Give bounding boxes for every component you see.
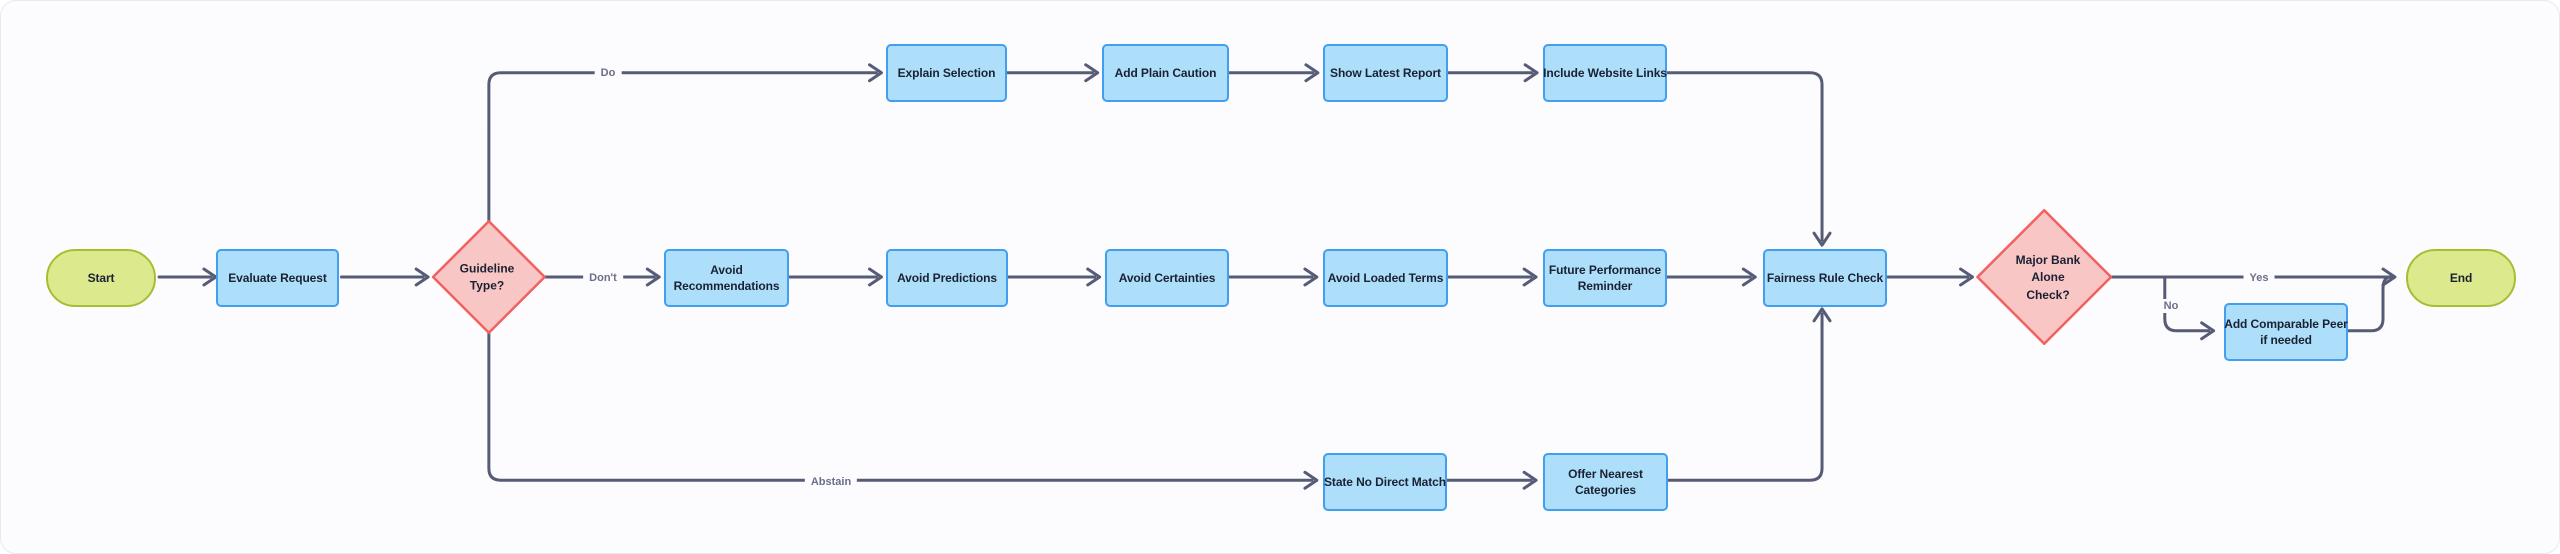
arrowhead <box>867 267 883 287</box>
node-fairness-rule-check-label: Fairness Rule Check <box>1766 270 1884 285</box>
edge-label-no: No <box>2157 299 2185 313</box>
arrowhead <box>1812 307 1832 323</box>
arrowhead <box>414 267 430 287</box>
node-avoid-predictions-label: Avoid Predictions <box>897 270 997 285</box>
edge-guideline-do <box>487 71 878 223</box>
edge-majorbank-no <box>2163 275 2211 333</box>
node-future-performance-reminder[interactable]: Future Performance Reminder <box>1543 249 1667 307</box>
arrowhead <box>867 63 883 83</box>
arrowhead <box>1522 470 1538 490</box>
edge-guideline-abstain <box>487 331 1314 482</box>
arrowhead <box>1741 267 1757 287</box>
edge-label-abstain: Abstain <box>804 475 858 489</box>
node-include-website-links-label: Include Website Links <box>1543 65 1667 80</box>
decision-major-bank-alone-check[interactable] <box>1976 208 2113 346</box>
edge-links-fairness <box>1663 71 1824 242</box>
node-fairness-rule-check[interactable]: Fairness Rule Check <box>1763 249 1887 307</box>
node-add-comparable-peer-label: Add Comparable Peer if needed <box>2224 316 2348 347</box>
decision-guideline-type-label: Guideline Type? <box>459 261 515 293</box>
node-state-no-direct-match-label: State No Direct Match <box>1324 474 1446 489</box>
arrowhead <box>2381 267 2397 287</box>
arrowhead <box>1812 231 1832 247</box>
node-add-plain-caution[interactable]: Add Plain Caution <box>1102 44 1229 102</box>
edge-peer-end <box>2341 275 2393 333</box>
node-state-no-direct-match[interactable]: State No Direct Match <box>1323 453 1447 511</box>
arrowhead <box>202 267 218 287</box>
arrowhead <box>1959 267 1974 287</box>
edge-label-do: Do <box>594 66 622 80</box>
node-evaluate-request[interactable]: Evaluate Request <box>216 249 339 307</box>
arrowhead <box>1304 63 1320 83</box>
node-show-latest-report-label: Show Latest Report <box>1330 65 1441 80</box>
node-avoid-predictions[interactable]: Avoid Predictions <box>886 249 1008 307</box>
node-offer-nearest-categories-label: Offer Nearest Categories <box>1568 466 1643 497</box>
decision-major-bank-alone-check-label: Major Bank Alone Check? <box>2015 252 2081 302</box>
arrowhead <box>1086 267 1102 287</box>
arrowhead <box>1084 63 1100 83</box>
node-avoid-recommendations[interactable]: Avoid Recommendations <box>664 249 789 307</box>
decision-guideline-type[interactable] <box>431 219 546 335</box>
node-explain-selection[interactable]: Explain Selection <box>886 44 1007 102</box>
node-end[interactable]: End <box>2406 249 2516 307</box>
arrowhead <box>1303 470 1319 490</box>
node-avoid-certainties[interactable]: Avoid Certainties <box>1105 249 1229 307</box>
arrowhead <box>1523 63 1539 83</box>
node-start-label: Start <box>87 270 115 285</box>
edge-offer-fairness <box>1664 312 1824 482</box>
node-avoid-loaded-terms[interactable]: Avoid Loaded Terms <box>1323 249 1448 307</box>
node-explain-selection-label: Explain Selection <box>897 65 996 80</box>
arrowhead <box>1522 267 1538 287</box>
arrowhead <box>2200 321 2216 341</box>
node-show-latest-report[interactable]: Show Latest Report <box>1323 44 1448 102</box>
node-avoid-recommendations-label: Avoid Recommendations <box>673 262 780 293</box>
arrowhead <box>1303 267 1319 287</box>
node-start[interactable]: Start <box>46 249 156 307</box>
edge-label-yes: Yes <box>2243 271 2275 285</box>
node-evaluate-request-label: Evaluate Request <box>228 270 327 285</box>
node-end-label: End <box>2449 270 2473 285</box>
node-avoid-loaded-terms-label: Avoid Loaded Terms <box>1327 270 1444 285</box>
node-future-performance-reminder-label: Future Performance Reminder <box>1548 262 1662 293</box>
node-avoid-certainties-label: Avoid Certainties <box>1118 270 1216 285</box>
node-include-website-links[interactable]: Include Website Links <box>1543 44 1667 102</box>
node-add-comparable-peer[interactable]: Add Comparable Peer if needed <box>2224 303 2348 361</box>
arrowhead <box>645 267 661 287</box>
edge-label-dont: Don't <box>583 271 623 285</box>
node-add-plain-caution-label: Add Plain Caution <box>1114 65 1217 80</box>
node-offer-nearest-categories[interactable]: Offer Nearest Categories <box>1543 453 1668 511</box>
